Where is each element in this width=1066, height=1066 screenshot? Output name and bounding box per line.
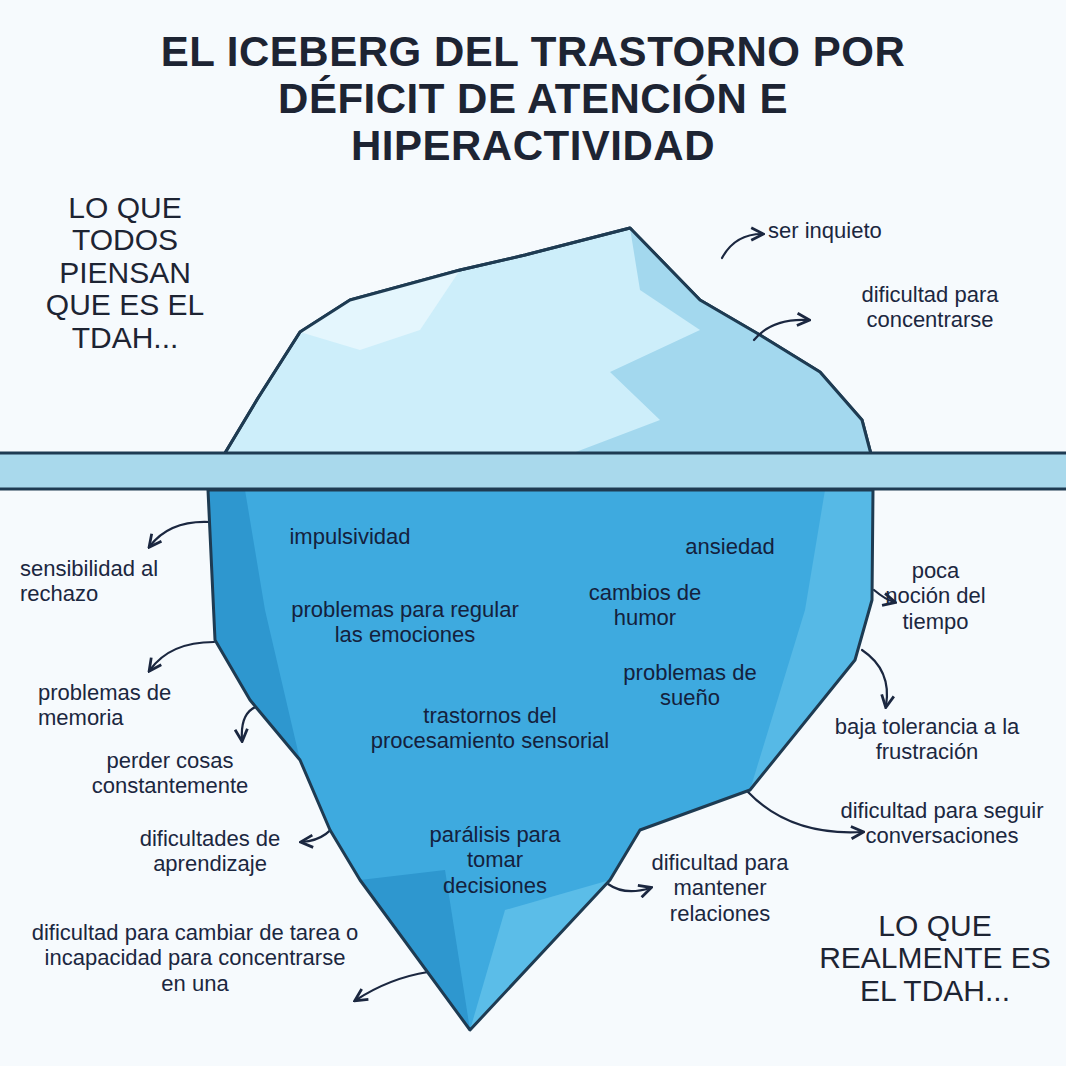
leader-arrow — [150, 522, 210, 546]
tip-shade — [560, 228, 872, 458]
leader-arrow — [150, 642, 214, 670]
symptom-label: perder cosas constantemente — [40, 748, 300, 799]
symptom-label: dificultades de aprendizaje — [95, 826, 325, 877]
iceberg-tip-outline — [222, 228, 872, 458]
iceberg-item: ansiedad — [660, 534, 800, 559]
symptom-label: dificultad para mantener relaciones — [640, 850, 800, 926]
symptom-label: ser inquieto — [768, 218, 968, 243]
iceberg-item: trastornos del procesamiento sensorial — [370, 703, 610, 754]
title: EL ICEBERG DEL TRASTORNO POR DÉFICIT DE … — [153, 28, 913, 169]
symptom-label: poca noción del tiempo — [878, 558, 993, 634]
water-line — [0, 453, 1066, 489]
heading-note: LO QUE REALMENTE ES EL TDAH... — [812, 910, 1058, 1007]
iceberg-item: problemas de sueño — [605, 660, 775, 711]
iceberg-item: cambios de humor — [565, 580, 725, 631]
iceberg-item: impulsividad — [265, 524, 435, 549]
symptom-label: sensibilidad al rechazo — [20, 556, 200, 607]
leader-arrow — [862, 650, 887, 706]
leader-arrow — [356, 972, 428, 1000]
iceberg-tip — [222, 228, 872, 458]
symptom-label: dificultad para seguir conversaciones — [822, 798, 1062, 849]
leader-arrow — [722, 234, 762, 258]
symptom-label: baja tolerancia a la frustración — [796, 714, 1058, 765]
symptom-label: problemas de memoria — [38, 680, 218, 731]
symptom-label: dificultad para concentrarse — [812, 282, 1048, 333]
tip-shade — [300, 270, 460, 350]
leader-arrow — [608, 884, 650, 891]
iceberg-item: problemas para regular las emociones — [290, 597, 520, 648]
symptom-label: dificultad para cambiar de tarea o incap… — [30, 920, 360, 996]
heading-note: LO QUE TODOS PIENSAN QUE ES EL TDAH... — [35, 192, 215, 354]
leader-arrow — [242, 706, 258, 740]
leader-arrow — [754, 320, 808, 340]
iceberg-facet — [208, 490, 300, 760]
iceberg-item: parálisis para tomar decisiones — [415, 822, 575, 898]
